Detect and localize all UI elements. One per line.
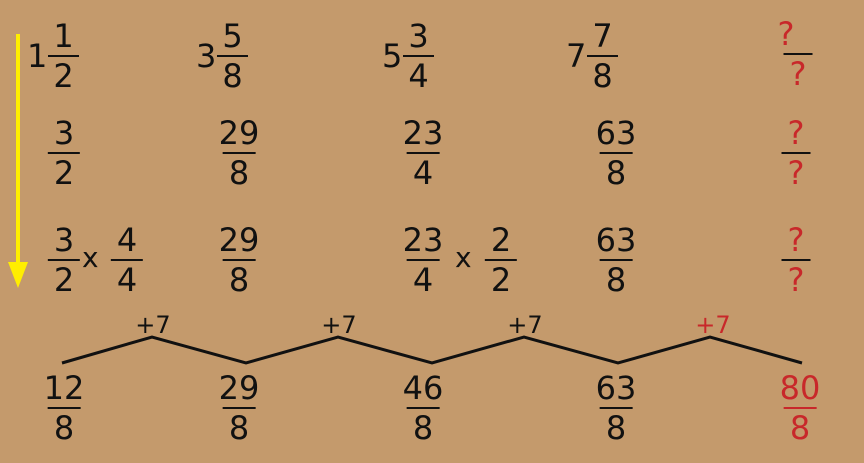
- fraction-row4-3: 46 8: [397, 372, 450, 444]
- fraction-row4-1: 12 8: [38, 372, 91, 444]
- denominator: 8: [222, 407, 256, 444]
- fraction-row2-4: 63 8: [590, 117, 643, 189]
- numerator: 29: [218, 221, 260, 259]
- unknown-fraction-row1: ? ?: [772, 18, 825, 90]
- denominator: 8: [406, 407, 440, 444]
- fraction-row3-2: 29 8: [213, 224, 266, 296]
- numerator: 12: [43, 369, 85, 407]
- times-sign-1: x: [82, 241, 99, 274]
- fraction-row2-3: 23 4: [397, 117, 450, 189]
- numerator: 63: [595, 221, 637, 259]
- step-label-4: +7: [695, 311, 731, 339]
- denominator: 2: [47, 152, 81, 189]
- fraction-row2-2: 29 8: [213, 117, 266, 189]
- denominator: 8: [47, 407, 81, 444]
- unknown-fraction-row2: ? ?: [781, 114, 811, 189]
- mixed-number-2: 3 5 8: [196, 20, 248, 92]
- denominator: 4: [403, 55, 434, 92]
- denominator: ?: [781, 259, 811, 296]
- numerator: ?: [777, 15, 795, 53]
- denominator: 8: [217, 55, 248, 92]
- fraction-row4-4: 63 8: [590, 372, 643, 444]
- fraction-row3-4: 63 8: [590, 224, 643, 296]
- denominator: ?: [783, 53, 813, 90]
- numerator: 29: [218, 114, 260, 152]
- denominator: 8: [599, 259, 633, 296]
- numerator: ?: [787, 221, 805, 259]
- step-label-1: +7: [135, 311, 171, 339]
- fraction-row3-3-multiplier: 2 2: [484, 221, 518, 296]
- mixed-number-1: 1 1 2: [27, 20, 79, 92]
- numerator: 46: [402, 369, 444, 407]
- denominator: 8: [222, 152, 256, 189]
- denominator: 8: [587, 55, 618, 92]
- numerator: 23: [402, 114, 444, 152]
- step-label-3: +7: [507, 311, 543, 339]
- fraction-row2-1: 3 2: [47, 114, 81, 189]
- whole-part: 1: [27, 37, 48, 75]
- step-label-2: +7: [321, 311, 357, 339]
- denominator: 4: [110, 259, 144, 296]
- fraction-row3-1-multiplier: 4 4: [110, 221, 144, 296]
- times-sign-2: x: [455, 241, 472, 274]
- denominator: 8: [222, 259, 256, 296]
- numerator: 2: [490, 221, 512, 259]
- fraction-row3-1: 3 2: [47, 221, 81, 296]
- denominator: 8: [599, 152, 633, 189]
- numerator: 3: [408, 17, 429, 55]
- arrow-head-icon: [8, 262, 28, 288]
- denominator: 8: [783, 407, 817, 444]
- numerator: 3: [53, 221, 75, 259]
- denominator: 2: [48, 55, 79, 92]
- whole-part: 3: [196, 37, 217, 75]
- unknown-fraction-row3: ? ?: [781, 221, 811, 296]
- numerator: 29: [218, 369, 260, 407]
- denominator: ?: [781, 152, 811, 189]
- answer-fraction-row4: 80 8: [774, 372, 827, 444]
- fraction-row3-3: 23 4: [397, 224, 450, 296]
- zigzag-line: [61, 335, 803, 365]
- denominator: 4: [406, 259, 440, 296]
- numerator: 4: [116, 221, 138, 259]
- denominator: 4: [406, 152, 440, 189]
- denominator: 2: [47, 259, 81, 296]
- denominator: 8: [599, 407, 633, 444]
- numerator: ?: [787, 114, 805, 152]
- numerator: 7: [592, 17, 613, 55]
- numerator: 63: [595, 369, 637, 407]
- denominator: 2: [484, 259, 518, 296]
- mixed-number-4: 7 7 8: [566, 20, 618, 92]
- whole-part: 7: [566, 37, 587, 75]
- fraction-row4-2: 29 8: [213, 372, 266, 444]
- whole-part: 5: [382, 37, 403, 75]
- numerator: 3: [53, 114, 75, 152]
- mixed-number-3: 5 3 4: [382, 20, 434, 92]
- numerator: 23: [402, 221, 444, 259]
- numerator: 80: [779, 369, 821, 407]
- numerator: 1: [53, 17, 74, 55]
- numerator: 5: [222, 17, 243, 55]
- numerator: 63: [595, 114, 637, 152]
